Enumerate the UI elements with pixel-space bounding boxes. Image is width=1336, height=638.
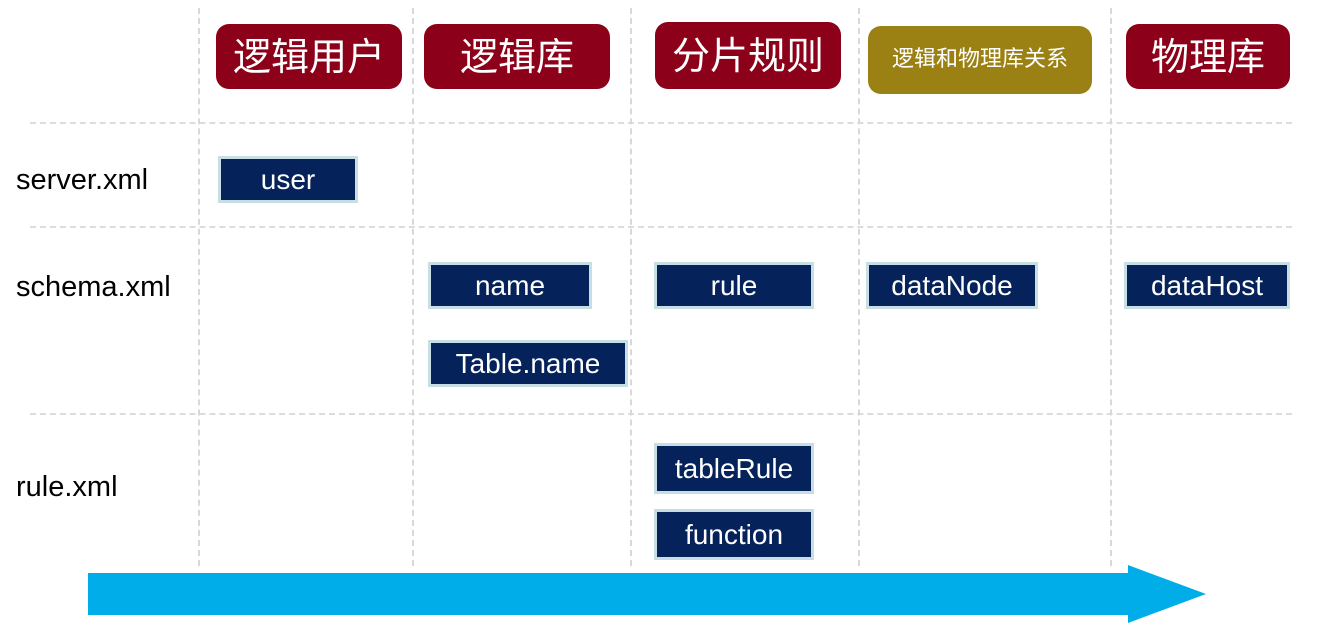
column-header-logical-db[interactable]: 逻辑库 [424, 24, 610, 89]
cell-function[interactable]: function [654, 509, 814, 560]
column-header-physical-db[interactable]: 物理库 [1126, 24, 1290, 89]
cell-datahost[interactable]: dataHost [1124, 262, 1290, 309]
cell-user[interactable]: user [218, 156, 358, 203]
grid-vline-5 [1110, 8, 1112, 566]
grid-vline-2 [412, 8, 414, 566]
column-header-logical-physical-relation[interactable]: 逻辑和物理库关系 [868, 26, 1092, 94]
grid-hline-2 [30, 226, 1292, 228]
cell-label: function [684, 518, 784, 550]
grid-vline-1 [198, 8, 200, 566]
column-header-label: 分片规则 [671, 33, 824, 78]
cell-label: name [474, 269, 546, 301]
cell-name[interactable]: name [428, 262, 592, 309]
cell-label: dataNode [891, 269, 1013, 301]
flow-direction-arrow [88, 565, 1206, 625]
row-label-rule-xml: rule.xml [16, 473, 118, 502]
column-header-sharding-rule[interactable]: 分片规则 [655, 22, 841, 89]
grid-vline-3 [630, 8, 632, 566]
cell-label: dataHost [1150, 269, 1264, 301]
column-header-label: 逻辑库 [459, 34, 574, 79]
grid-vline-4 [858, 8, 860, 566]
column-header-label: 物理库 [1150, 34, 1265, 79]
cell-rule[interactable]: rule [654, 262, 814, 309]
column-header-label: 逻辑和物理库关系 [891, 47, 1068, 72]
row-label-schema-xml: schema.xml [16, 273, 171, 302]
cell-label: user [260, 163, 316, 195]
cell-label: rule [710, 269, 758, 301]
column-header-label: 逻辑用户 [232, 34, 385, 79]
row-label-text: rule.xml [16, 471, 118, 503]
row-label-server-xml: server.xml [16, 166, 148, 195]
row-label-text: server.xml [16, 164, 149, 196]
cell-datanode[interactable]: dataNode [866, 262, 1038, 309]
row-label-text: schema.xml [16, 271, 171, 303]
cell-tablerule[interactable]: tableRule [654, 443, 814, 494]
grid-hline-1 [30, 122, 1292, 124]
grid-hline-3 [30, 413, 1292, 415]
cell-label: tableRule [674, 452, 794, 484]
flow-direction-arrow-icon [88, 565, 1206, 623]
cell-label: Table.name [455, 347, 601, 379]
cell-table-name[interactable]: Table.name [428, 340, 628, 387]
column-header-logical-user[interactable]: 逻辑用户 [216, 24, 402, 89]
